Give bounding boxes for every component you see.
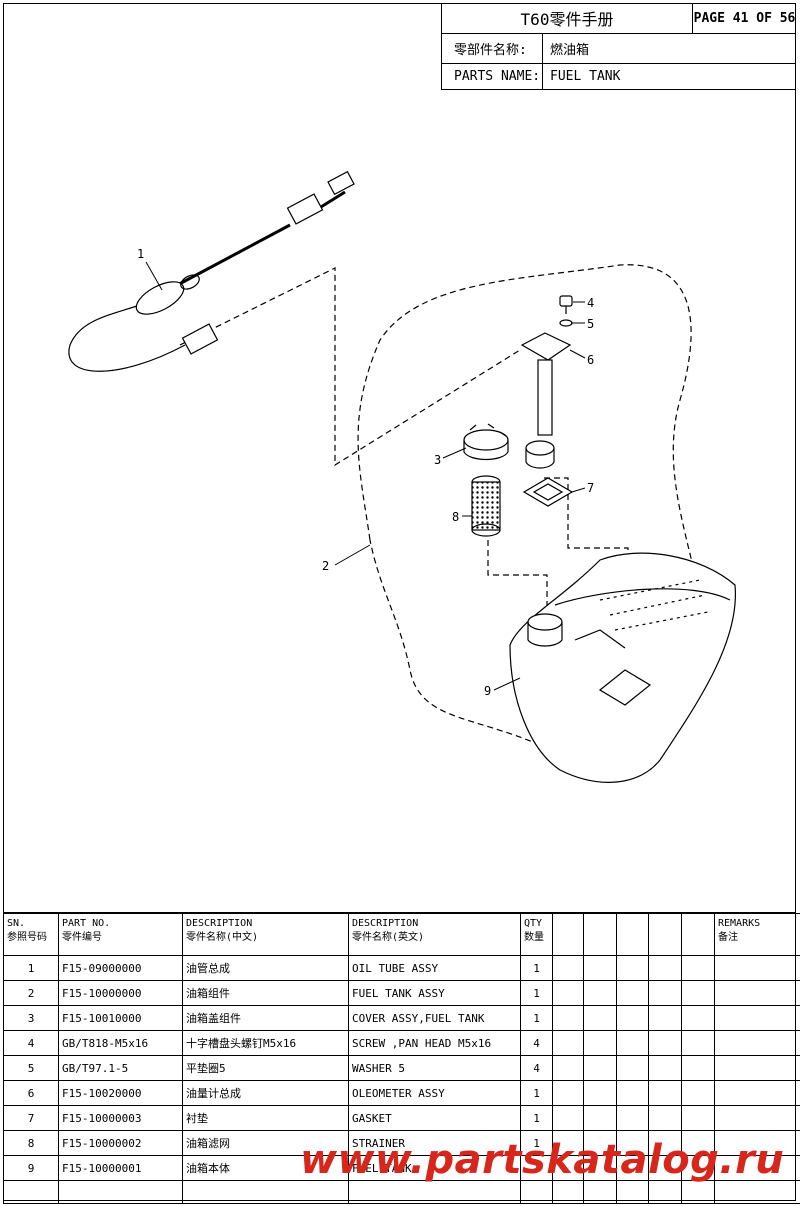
page-number: PAGE 41 OF 56 [693,10,796,26]
screw [559,295,573,314]
callout-5: 5 [587,317,594,331]
row-sn: 1 [3,955,59,981]
row-part-no: F15-10000002 [58,1130,183,1156]
row-desc-en: OLEOMETER ASSY [348,1080,521,1106]
hose-leader [179,267,521,467]
row-desc-en: COVER ASSY,FUEL TANK [348,1005,521,1031]
row-desc-cn: 油量计总成 [182,1080,349,1106]
row-part-no: GB/T818-M5x16 [58,1030,183,1056]
callout-2: 2 [322,559,329,573]
title-block: T60零件手册 PAGE 41 OF 56 零部件名称: 燃油箱 PARTS N… [441,3,796,90]
manual-title: T60零件手册 [442,3,693,33]
row-part-no: F15-09000000 [58,955,183,981]
watermark: www.partskatalog.ru [300,1137,785,1183]
row-sn: 8 [3,1130,59,1156]
row-sn: 3 [3,1005,59,1031]
row-qty: 1 [520,1155,553,1181]
row-part-no: F15-10000000 [58,980,183,1006]
row-desc-en: FUEL TANK [348,1155,521,1181]
row-qty: 1 [520,1005,553,1031]
row-desc-en: OIL TUBE ASSY [348,955,521,981]
row-desc-en: FUEL TANK ASSY [348,980,521,1006]
row-part-no: F15-10010000 [58,1005,183,1031]
row-desc-en: GASKET [348,1105,521,1131]
row-desc-cn: 十字槽盘头螺钉M5x16 [182,1030,349,1056]
oleometer-assy [520,332,572,469]
strainer [471,475,501,537]
row-qty: 4 [520,1030,553,1056]
callout-8: 8 [452,510,459,524]
row-desc-cn: 平垫圈5 [182,1055,349,1081]
part-name-cn-label: 零部件名称: [442,34,543,63]
row-qty: 1 [520,1105,553,1131]
part-name-en-label: PARTS NAME: [442,64,543,89]
row-desc-cn: 衬垫 [182,1105,349,1131]
callout-4: 4 [587,296,594,310]
row-qty: 1 [520,1080,553,1106]
part-name-cn-value: 燃油箱 [550,43,590,58]
header-sn: SN.参照号码 [3,913,59,956]
callout-9: 9 [484,684,491,698]
gasket [522,477,574,507]
fuel-tank-body [509,552,737,783]
row-part-no: F15-10000003 [58,1105,183,1131]
part-name-en-value: FUEL TANK [550,69,621,84]
row-part-no: GB/T97.1-5 [58,1055,183,1081]
row-sn: 6 [3,1080,59,1106]
callout-3: 3 [434,453,441,467]
assembly-boundary [357,264,704,758]
row-sn: 4 [3,1030,59,1056]
oil-tube-assy [68,170,355,372]
row-desc-cn: 油箱滤网 [182,1130,349,1156]
row-desc-en: SCREW ,PAN HEAD M5x16 [348,1030,521,1056]
row-desc-cn: 油箱本体 [182,1155,349,1181]
strainer-leader [487,540,548,610]
row-part-no: F15-10000001 [58,1155,183,1181]
table-row-empty [3,1180,800,1204]
row-qty: 4 [520,1055,553,1081]
row-part-no: F15-10020000 [58,1080,183,1106]
header-part-no: PART NO.零件编号 [58,913,183,956]
row-desc-cn: 油箱组件 [182,980,349,1006]
row-desc-en: WASHER 5 [348,1055,521,1081]
row-desc-cn: 油管总成 [182,955,349,981]
exploded-diagram: 1 2 3 4 5 6 7 8 9 [68,170,737,783]
row-sn: 9 [3,1155,59,1181]
row-sn: 7 [3,1105,59,1131]
row-sn: 2 [3,980,59,1006]
callout-1: 1 [137,247,144,261]
callout-7: 7 [587,481,594,495]
row-sn: 5 [3,1055,59,1081]
callout-6: 6 [587,353,594,367]
fuel-tank-cover [463,423,509,461]
row-qty: 1 [520,980,553,1006]
row-desc-cn: 油箱盖组件 [182,1005,349,1031]
washer [559,319,573,327]
row-qty: 1 [520,955,553,981]
